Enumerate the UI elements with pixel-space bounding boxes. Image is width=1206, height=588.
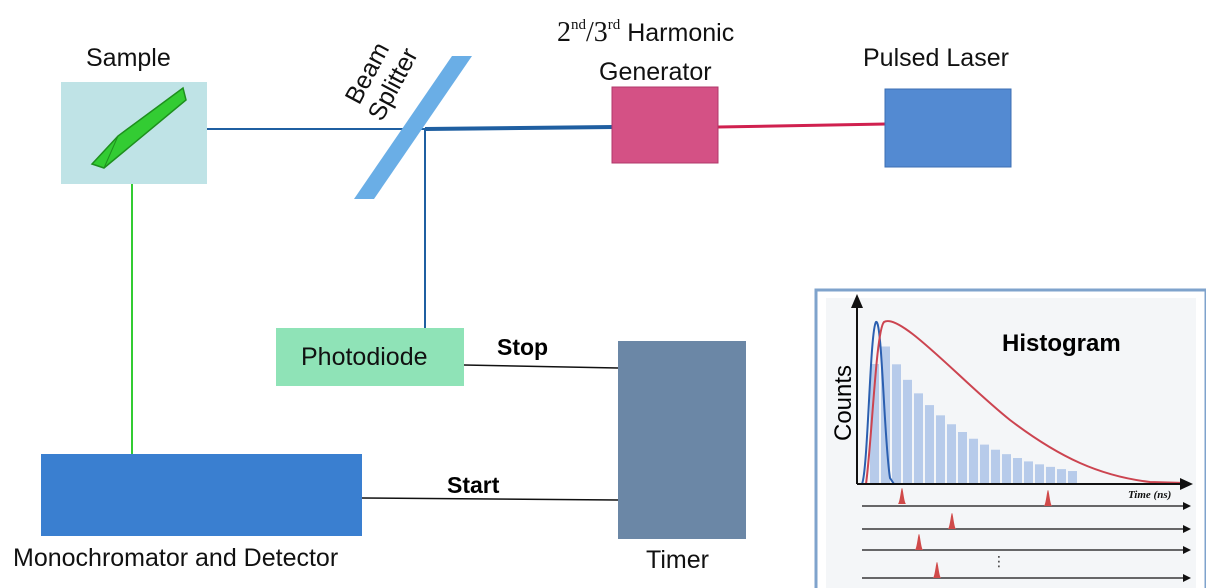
photon-pulse <box>898 488 906 504</box>
monochromator-label: Monochromator and Detector <box>13 544 338 572</box>
sample-crystal-edge <box>103 135 119 169</box>
histogram-bar <box>892 364 901 484</box>
photon-pulse <box>933 562 941 578</box>
histogram-bar <box>1024 461 1033 484</box>
histogram-bar <box>936 415 945 484</box>
timer-box <box>618 341 746 539</box>
photon-timelines <box>862 488 1191 582</box>
histogram-bar <box>870 364 879 484</box>
histogram-bar <box>991 449 1000 484</box>
sample-label: Sample <box>86 44 171 72</box>
irf-curve <box>861 320 895 485</box>
timeline-arrow <box>1183 574 1191 582</box>
histogram-bar <box>980 444 989 484</box>
timer-label: Timer <box>646 546 709 574</box>
beam-harmonic-to-splitter <box>424 125 615 131</box>
stop-label: Stop <box>497 334 548 360</box>
sample-crystal-icon <box>90 86 187 169</box>
histogram-bar <box>925 405 934 484</box>
harmonic-title-line1: 2nd/3rd Harmonic <box>557 17 734 48</box>
inset-x-arrow <box>1180 478 1193 490</box>
histogram-bar <box>958 431 967 484</box>
timeline-arrow <box>1183 525 1191 533</box>
beam-laser-to-harmonic <box>717 122 887 129</box>
timeline-arrow <box>1183 546 1191 554</box>
stop-wire <box>463 364 619 369</box>
decay-fit-curve <box>865 320 1187 485</box>
harmonic-title-line2: Generator <box>599 58 712 86</box>
photodiode-box <box>276 328 464 386</box>
histogram-bar <box>1035 464 1044 484</box>
start-label: Start <box>447 472 500 498</box>
histogram-bar <box>903 379 912 484</box>
pulsed-laser-label: Pulsed Laser <box>863 44 1009 72</box>
start-wire <box>361 497 619 501</box>
histogram-bar <box>914 393 923 484</box>
photon-pulse <box>915 534 923 550</box>
inset-title: Histogram <box>1002 330 1121 357</box>
histogram-bar <box>1046 466 1055 484</box>
timeline-arrow <box>1183 502 1191 510</box>
beam-splitter-icon <box>354 56 472 199</box>
inset-ylabel: Counts <box>830 365 857 441</box>
pulsed-laser-box <box>884 88 1012 168</box>
histogram-bar <box>969 438 978 484</box>
histogram-bar <box>947 424 956 484</box>
monochromator-box <box>41 454 362 536</box>
inset-y-arrow <box>851 294 863 308</box>
photon-pulse <box>948 513 956 529</box>
inset-xlabel: Time (ns) <box>1128 489 1171 501</box>
histogram-bar <box>1013 458 1022 484</box>
photon-pulse <box>1044 490 1052 506</box>
histogram-inset: Histogram Counts Time (ns) ⋮ <box>814 288 1206 588</box>
histogram-bar <box>1057 469 1066 484</box>
histogram-bar <box>1068 471 1077 484</box>
timeline-ellipsis: ⋮ <box>992 554 1006 570</box>
histogram-bar <box>1002 454 1011 484</box>
photodiode-label: Photodiode <box>301 343 428 371</box>
harmonic-generator-box <box>611 86 719 164</box>
